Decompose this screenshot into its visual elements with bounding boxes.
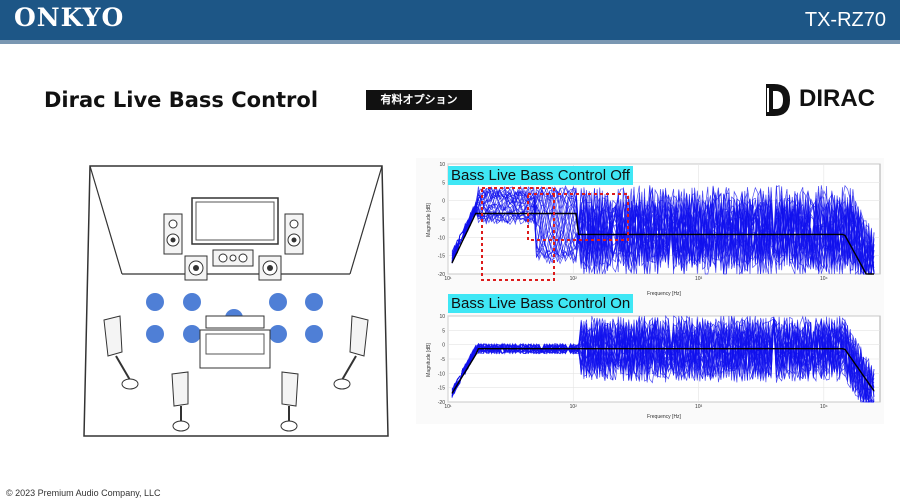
x-tick-label: 10³	[695, 404, 703, 410]
y-tick-label: -15	[438, 386, 445, 392]
surround-back-speaker-left-icon	[171, 371, 190, 432]
surround-speaker-left-icon	[103, 315, 139, 390]
y-tick-label: 5	[442, 180, 445, 186]
front-height-speaker-right-icon	[284, 213, 304, 255]
y-tick-label: 10	[439, 314, 445, 320]
x-tick-label: 10³	[695, 276, 703, 282]
frequency-response-graph-on: 10 5 0 -5 -10 -15 -20 10¹ 10² 10³ 10⁴ Magnitude […	[416, 294, 884, 424]
x-tick-label: 10²	[570, 276, 578, 282]
x-tick-label: 10⁴	[820, 404, 828, 410]
onkyo-logo: ONKYO	[14, 3, 125, 32]
x-axis-label: Frequency [Hz]	[647, 291, 682, 297]
y-tick-label: 5	[442, 328, 445, 334]
x-tick-label: 10⁴	[820, 276, 828, 282]
surround-back-speaker-right-icon	[280, 371, 299, 432]
y-tick-label: -5	[441, 357, 446, 363]
y-tick-label: -10	[438, 235, 445, 241]
y-axis-label: Magnitude [dB]	[426, 203, 432, 237]
x-tick-label: 10¹	[444, 276, 452, 282]
y-tick-label: 10	[439, 162, 445, 168]
subwoofer-left-icon	[184, 255, 208, 281]
center-speaker-icon	[212, 249, 254, 267]
dirac-logo-icon	[766, 84, 790, 116]
dashed-highlight-box-right	[527, 193, 629, 241]
x-tick-label: 10²	[570, 404, 578, 410]
header-bar: ONKYO TX-RZ70	[0, 0, 900, 40]
caption-bass-control-on: Bass Live Bass Control On	[448, 294, 634, 313]
tv-icon	[191, 197, 279, 245]
y-tick-label: -5	[441, 217, 446, 223]
room-speaker-layout-illustration	[83, 165, 389, 437]
sofa-icon	[199, 315, 271, 369]
y-tick-label: 0	[442, 343, 445, 349]
paid-option-badge: 有料オプション	[366, 90, 472, 110]
dirac-logo-text: DIRAC	[799, 85, 875, 112]
y-tick-label: -20	[438, 400, 445, 406]
x-tick-label: 10¹	[444, 404, 452, 410]
y-axis-label: Magnitude [dB]	[426, 343, 432, 377]
graph-on-plot: 10 5 0 -5 -10 -15 -20 10¹ 10² 10³ 10⁴ Magnitude […	[426, 314, 881, 420]
x-axis-label: Frequency [Hz]	[647, 414, 682, 420]
frequency-response-graph-off: 10 5 0 -5 -10 -15 -20 10¹ 10² 10³ 10⁴ Magnitude […	[416, 158, 884, 300]
front-height-speaker-left-icon	[163, 213, 183, 255]
y-tick-label: -15	[438, 254, 445, 260]
y-tick-label: -20	[438, 272, 445, 278]
subwoofer-right-icon	[258, 255, 282, 281]
y-tick-label: 0	[442, 199, 445, 205]
copyright-notice: © 2023 Premium Audio Company, LLC	[6, 488, 161, 498]
slide-title: Dirac Live Bass Control	[44, 88, 319, 112]
header-stripe	[0, 40, 900, 44]
room-outline	[83, 165, 389, 437]
y-tick-label: -10	[438, 371, 445, 377]
dashed-highlight-box-left	[481, 187, 555, 281]
surround-speaker-right-icon	[333, 315, 369, 390]
model-name: TX-RZ70	[804, 9, 886, 31]
caption-bass-control-off: Bass Live Bass Control Off	[448, 166, 633, 185]
